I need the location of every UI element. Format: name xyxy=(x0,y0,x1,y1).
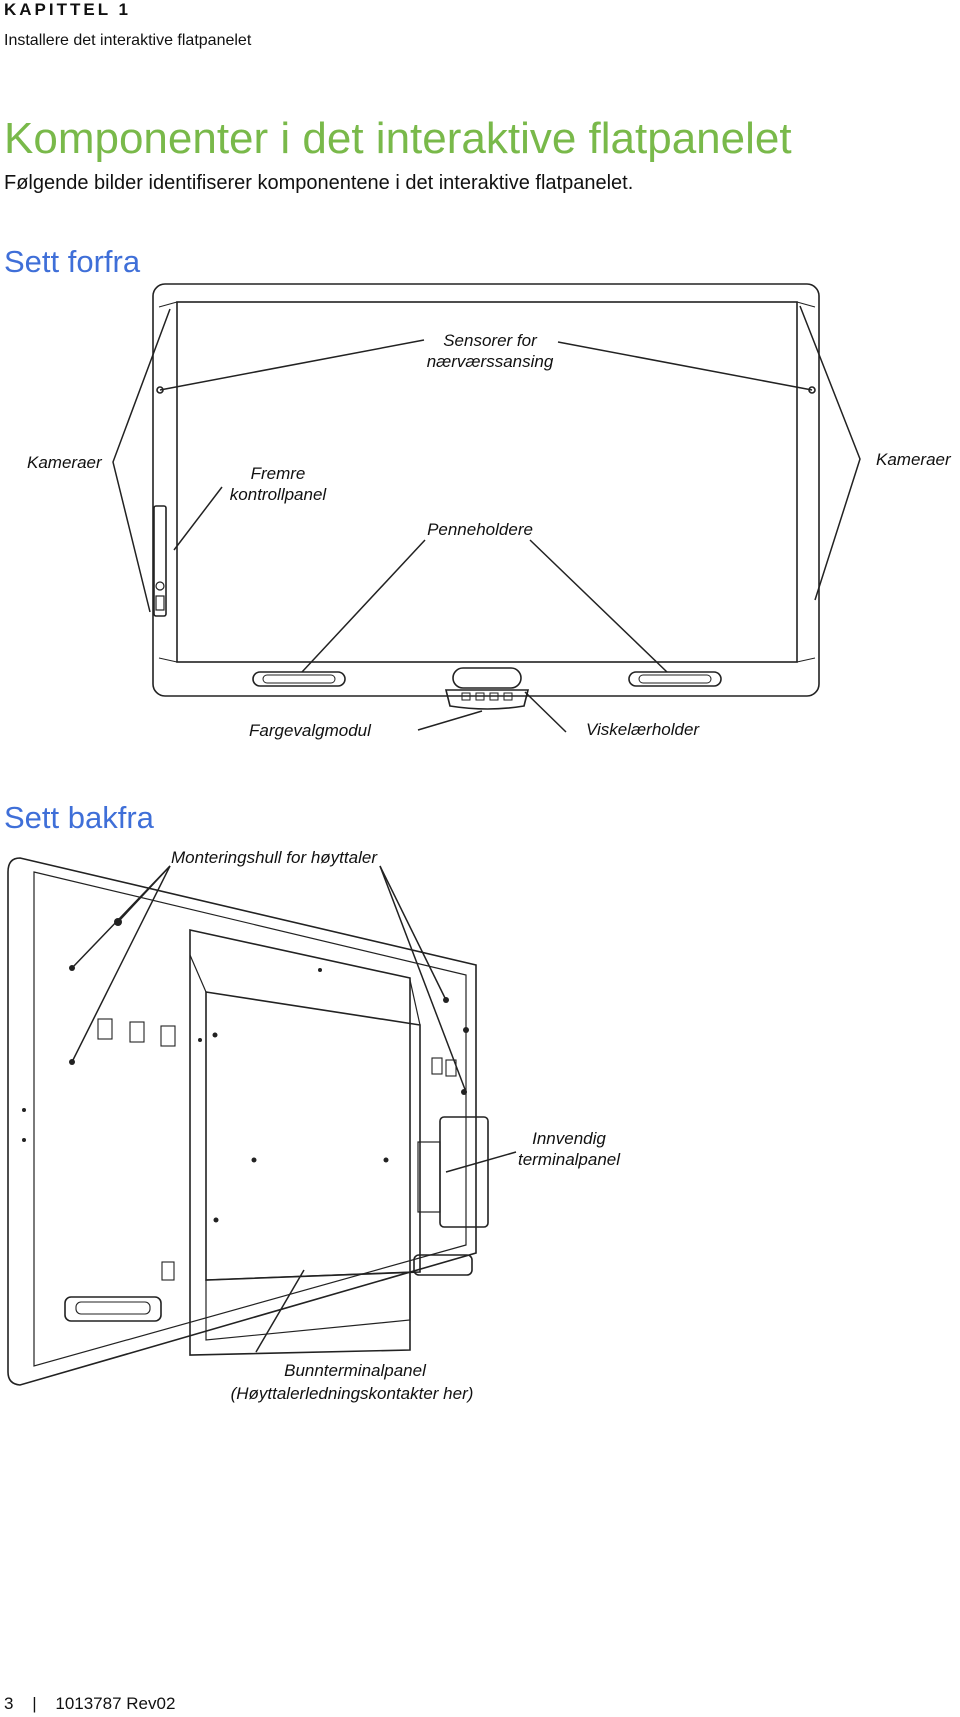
front-view-diagram xyxy=(112,283,861,733)
label-inner-panel-line2: terminalpanel xyxy=(518,1150,621,1169)
label-front-panel-line1: Fremre xyxy=(251,464,306,483)
back-view-diagram xyxy=(7,857,517,1386)
mounting-bracket xyxy=(189,929,411,1356)
document-id: 1013787 Rev02 xyxy=(55,1694,176,1713)
label-bottom-panel-line1: Bunnterminalpanel xyxy=(284,1361,427,1380)
speaker-hole-6 xyxy=(461,1089,467,1095)
label-speaker-holes: Monteringshull for høyttaler xyxy=(171,848,378,867)
front-leader-lines xyxy=(112,305,861,733)
eraser-holder xyxy=(452,667,522,689)
back-view-heading: Sett bakfra xyxy=(4,800,154,835)
front-control-panel xyxy=(153,505,167,617)
back-leader-lines xyxy=(71,865,517,1353)
label-sensors-line2: nærværssansing xyxy=(427,352,554,371)
back-plate xyxy=(205,991,421,1281)
label-cameras-right: Kameraer xyxy=(876,450,952,469)
back-view-labels: Monteringshull for høyttaler Innvendig t… xyxy=(171,848,621,1403)
front-view-heading: Sett forfra xyxy=(4,244,141,279)
back-panel-outline xyxy=(7,857,477,1386)
label-color-module: Fargevalgmodul xyxy=(249,721,372,740)
footer-separator: | xyxy=(32,1694,37,1713)
page-number: 3 xyxy=(4,1694,14,1713)
intro-text: Følgende bilder identifiserer komponente… xyxy=(4,172,634,194)
pen-holder-right xyxy=(628,671,722,687)
label-bottom-panel-line2: (Høyttalerledningskontakter her) xyxy=(231,1384,474,1403)
pen-holder-left xyxy=(252,671,346,687)
chapter-label: KAPITTEL 1 xyxy=(4,0,131,19)
page-title: Komponenter i det interaktive flatpanele… xyxy=(4,114,792,163)
chapter-title: Installere det interaktive flatpanelet xyxy=(4,32,252,49)
handle-right xyxy=(413,1254,473,1276)
page-footer: 3 | 1013787 Rev02 xyxy=(4,1694,175,1714)
label-inner-panel-line1: Innvendig xyxy=(532,1129,606,1148)
label-cameras-left: Kameraer xyxy=(27,453,103,472)
color-module xyxy=(444,689,530,710)
label-pen-holders: Penneholdere xyxy=(427,520,533,539)
speaker-hole-5 xyxy=(463,1027,469,1033)
label-eraser-holder: Viskelærholder xyxy=(586,720,700,739)
front-view-labels: Sensorer for nærværssansing Kameraer Kam… xyxy=(27,331,952,740)
handle-left xyxy=(64,1296,162,1322)
panel-screen xyxy=(176,301,798,663)
label-front-panel-line2: kontrollpanel xyxy=(230,485,328,504)
panel-bezel xyxy=(152,283,820,697)
label-sensors-line1: Sensorer for xyxy=(443,331,538,350)
